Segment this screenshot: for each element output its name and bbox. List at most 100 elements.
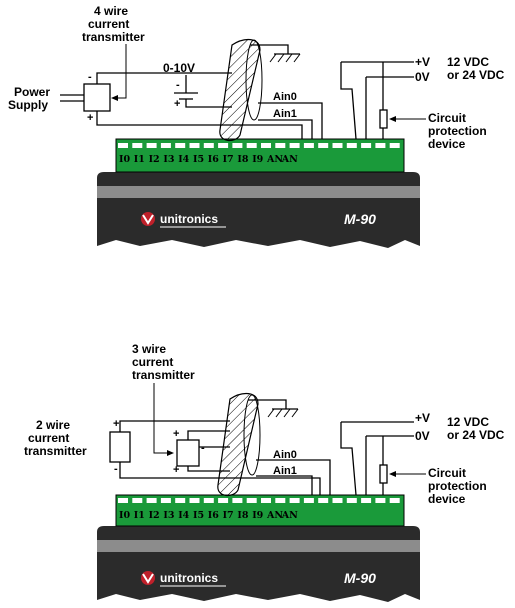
- terminal-screw: [132, 498, 143, 503]
- terminal-label: I5: [193, 154, 204, 165]
- transmitter-3wire: [176, 439, 200, 467]
- terminal-label: I8: [237, 154, 248, 165]
- terminal-screw: [361, 498, 372, 503]
- terminal-screw: [175, 143, 186, 148]
- label-line: current: [88, 17, 129, 31]
- power-supply-label: Power: [14, 85, 50, 99]
- terminal-label: AN: [266, 154, 283, 165]
- two-wire-label: transmitter: [24, 444, 87, 458]
- terminal-label: I6: [208, 154, 219, 165]
- terminal-screw: [175, 498, 186, 503]
- terminal-label: AN: [266, 510, 283, 521]
- terminal-screw: [303, 498, 314, 503]
- controller-band: [97, 540, 420, 552]
- terminal-label: I5: [193, 510, 204, 521]
- svg-text:+: +: [113, 418, 119, 430]
- terminal-screw: [203, 498, 214, 503]
- terminal-label: I9: [252, 154, 263, 165]
- terminal-screw: [346, 498, 357, 503]
- protection-label: Circuit: [428, 111, 466, 125]
- svg-text:-: -: [201, 442, 205, 454]
- terminal-screw: [160, 498, 171, 503]
- supply-spec: or 24 VDC: [447, 68, 505, 82]
- svg-text:-: -: [88, 71, 92, 83]
- terminal-screw: [332, 498, 343, 503]
- terminal-screw: [218, 143, 229, 148]
- terminal-label: I0: [119, 510, 130, 521]
- terminal-screw: [189, 498, 200, 503]
- brand-name: unitronics: [160, 571, 218, 585]
- terminal-label: I7: [223, 510, 234, 521]
- model-name: M-90: [344, 570, 376, 586]
- supply-spec: 12 VDC: [447, 55, 489, 69]
- terminal-label: AN: [281, 510, 298, 521]
- svg-text:+: +: [173, 428, 179, 440]
- three-wire-label: transmitter: [132, 368, 195, 382]
- terminal-screw: [389, 498, 400, 503]
- zero-v-label: 0V: [415, 70, 430, 84]
- svg-text:-: -: [176, 79, 180, 91]
- terminal-screw: [146, 498, 157, 503]
- terminal-screw: [203, 143, 214, 148]
- terminal-screw: [118, 498, 128, 503]
- terminal-screw: [332, 143, 343, 148]
- brand-name: unitronics: [160, 212, 218, 226]
- two-wire-label: 2 wire: [36, 418, 70, 432]
- terminal-screw: [275, 143, 286, 148]
- protection-label: device: [428, 492, 466, 506]
- terminal-screw: [361, 143, 372, 148]
- terminal-screw: [132, 143, 143, 148]
- brand-logo-icon: [141, 212, 155, 226]
- ground-icon: [267, 408, 299, 418]
- fuse-icon: [379, 464, 388, 484]
- shielded-cable-top: [219, 39, 263, 141]
- terminal-screw: [232, 498, 243, 503]
- terminal-label: I4: [178, 510, 189, 521]
- terminal-screw: [218, 498, 229, 503]
- svg-text:+: +: [173, 464, 179, 476]
- ain1-label: Ain1: [273, 108, 297, 120]
- ain1-label: Ain1: [273, 465, 297, 477]
- supply-spec: or 24 VDC: [447, 428, 505, 442]
- protection-label: protection: [428, 479, 487, 493]
- zero-v-label: 0V: [415, 429, 430, 443]
- terminal-label: I2: [149, 510, 160, 521]
- label-line: 4 wire: [94, 4, 128, 18]
- terminal-label: I8: [237, 510, 248, 521]
- terminal-screw: [289, 143, 300, 148]
- shielded-cable-bottom: [217, 393, 261, 496]
- power-supply-label: Supply: [8, 98, 48, 112]
- terminal-label: I7: [223, 154, 234, 165]
- pointer-arrow: [113, 44, 127, 99]
- terminal-label: I4: [178, 154, 189, 165]
- protection-label: protection: [428, 124, 487, 138]
- terminal-screw: [261, 498, 271, 503]
- supply-spec: 12 VDC: [447, 415, 489, 429]
- svg-text:+: +: [174, 98, 180, 110]
- terminal-label: I3: [163, 510, 174, 521]
- terminal-label: I6: [208, 510, 219, 521]
- terminal-screw: [318, 498, 329, 503]
- terminal-screw: [261, 143, 271, 148]
- ground-wire: [250, 44, 289, 54]
- ain0-label: Ain0: [273, 91, 297, 103]
- controller-bottom: unitronics M-90: [97, 526, 420, 602]
- terminal-screw: [118, 143, 128, 148]
- terminal-screw: [275, 498, 286, 503]
- ground-icon: [269, 53, 301, 63]
- terminal-label: I1: [134, 154, 145, 165]
- terminal-label: I2: [149, 154, 160, 165]
- two-wire-label: current: [28, 431, 69, 445]
- terminal-screw: [389, 143, 400, 148]
- terminal-screw: [189, 143, 200, 148]
- terminal-screw: [246, 143, 257, 148]
- brand-logo-icon: [141, 571, 155, 585]
- terminal-screw: [375, 498, 386, 503]
- model-name: M-90: [344, 211, 376, 227]
- terminal-screw: [375, 143, 386, 148]
